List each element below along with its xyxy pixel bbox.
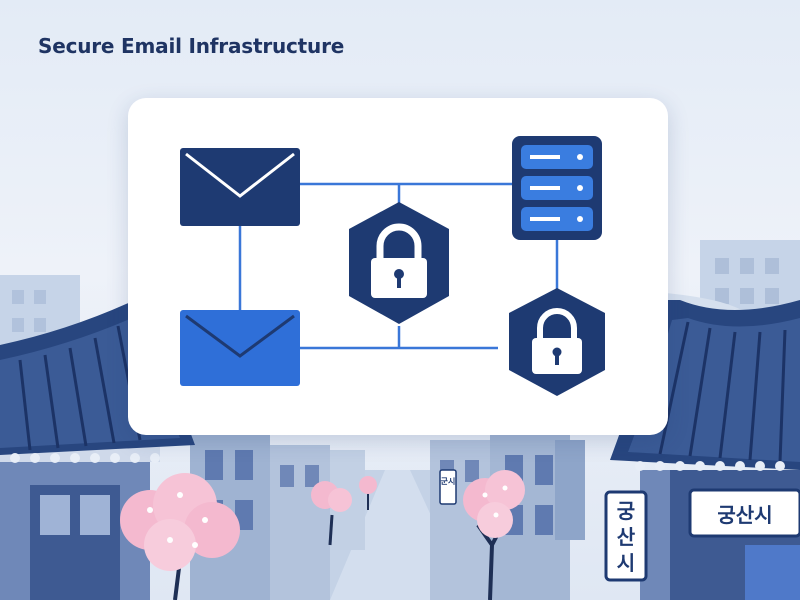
cherry-blossom-tree-center-left [311, 481, 352, 546]
small-sign-text: 군시 [441, 477, 456, 486]
shop-sign: 궁산시 [688, 488, 800, 538]
vertical-sign: 궁 산 시 [604, 490, 648, 582]
cherry-blossom-tree-left [120, 473, 240, 600]
cherry-blossom-tree-small [359, 476, 377, 510]
page-title: Secure Email Infrastructure [38, 34, 345, 58]
envelope-icon [180, 148, 300, 226]
padlock-icon [509, 288, 605, 396]
email-security-diagram [180, 136, 605, 396]
server-stack-icon [512, 136, 602, 240]
connector-lines [238, 182, 559, 350]
diagram-card [128, 98, 668, 435]
padlock-icon [349, 202, 449, 324]
shop-sign-text: 궁산시 [717, 503, 772, 527]
vertical-sign-char-3: 시 [617, 551, 635, 575]
vertical-sign-char-1: 궁 [617, 499, 635, 523]
cherry-blossom-tree-right [463, 470, 525, 600]
small-hanging-sign: 군시 [439, 469, 457, 505]
envelope-icon [180, 310, 300, 386]
vertical-sign-char-2: 산 [617, 525, 636, 549]
